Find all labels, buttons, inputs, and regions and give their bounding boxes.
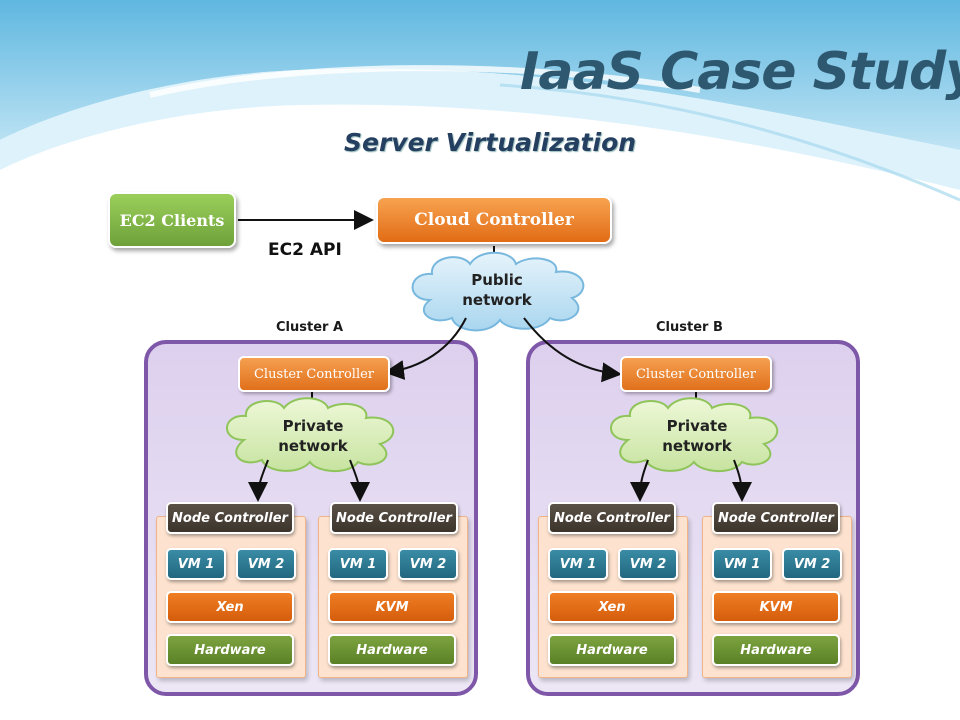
node-controller-box: Node Controller (330, 502, 458, 534)
hypervisor-box: KVM (712, 591, 840, 623)
private-network-b-label: Private network (652, 416, 742, 456)
vm-box: VM 1 (712, 548, 772, 580)
private-b-to-node-2-arrow (731, 459, 752, 502)
private-network-cloud-b (610, 397, 779, 472)
private-network-a-line-1: Private (282, 417, 344, 435)
ec2-api-label: EC2 API (268, 240, 342, 260)
public-network-label: Public network (452, 270, 542, 310)
hardware-box: Hardware (166, 634, 294, 666)
ec2-clients-box: EC2 Clients (108, 192, 236, 248)
hypervisor-box: Xen (548, 591, 676, 623)
hardware-box: Hardware (712, 634, 840, 666)
vm-box: VM 1 (166, 548, 226, 580)
private-network-cloud-a (226, 397, 395, 472)
page-subtitle: Server Virtualization (344, 128, 637, 157)
node-controller-box: Node Controller (712, 502, 840, 534)
hardware-box: Hardware (548, 634, 676, 666)
private-network-b-line-2: network (662, 437, 732, 455)
cluster-b-label: Cluster B (656, 320, 723, 335)
hypervisor-box: Xen (166, 591, 294, 623)
node-controller-box: Node Controller (548, 502, 676, 534)
public-network-line-1: Public (471, 271, 523, 289)
cloud-controller-box: Cloud Controller (376, 196, 612, 244)
vm-box: VM 2 (236, 548, 296, 580)
cluster-a-controller-box: Cluster Controller (238, 356, 390, 392)
private-a-to-node-2-arrow (349, 459, 370, 502)
vm-box: VM 2 (782, 548, 842, 580)
vm-box: VM 2 (618, 548, 678, 580)
cluster-b-controller-box: Cluster Controller (620, 356, 772, 392)
private-b-to-node-1-arrow (630, 459, 651, 502)
hypervisor-box: KVM (328, 591, 456, 623)
private-network-a-label: Private network (268, 416, 358, 456)
cluster-a-label: Cluster A (276, 320, 344, 335)
private-a-to-node-1-arrow (248, 459, 269, 502)
public-to-cluster-b-arrow (523, 317, 622, 383)
vm-box: VM 2 (398, 548, 458, 580)
private-network-a-line-2: network (278, 437, 348, 455)
public-network-line-2: network (462, 291, 532, 309)
node-controller-box: Node Controller (166, 502, 294, 534)
vm-box: VM 1 (328, 548, 388, 580)
vm-box: VM 1 (548, 548, 608, 580)
private-network-b-line-1: Private (666, 417, 728, 435)
public-network-cloud (411, 251, 585, 332)
hardware-box: Hardware (328, 634, 456, 666)
page-title: IaaS Case Study (520, 42, 960, 102)
public-to-cluster-a-arrow (384, 317, 467, 380)
